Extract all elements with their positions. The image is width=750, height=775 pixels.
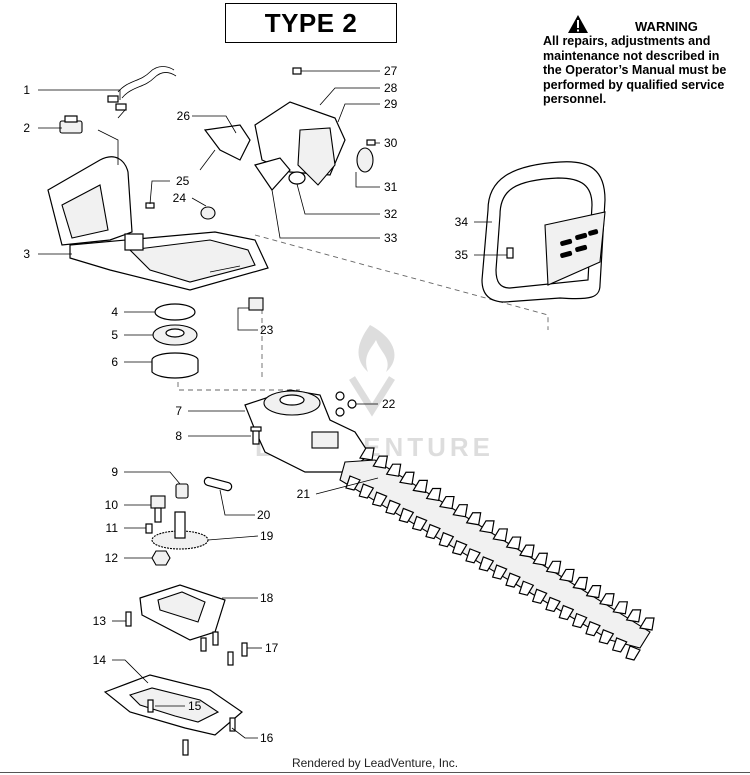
callout-7: 7 (175, 404, 182, 418)
callout-leaders (38, 70, 507, 739)
part-nut (151, 550, 171, 566)
part-isolator-ring (151, 352, 199, 379)
warning-triangle-icon (568, 15, 588, 33)
part-connecting-link (203, 476, 233, 492)
callout-35: 35 (455, 248, 469, 262)
callout-6: 6 (111, 355, 118, 369)
part-screws-17 (200, 631, 248, 666)
callout-17: 17 (265, 641, 279, 655)
footer-credit: Rendered by LeadVenture, Inc. (291, 756, 459, 770)
diagram-title: TYPE 2 (225, 3, 397, 43)
part-gear-cover (139, 584, 226, 641)
title-text: TYPE 2 (264, 7, 358, 38)
warning-heading: WARNING (635, 18, 698, 34)
callout-3: 3 (23, 247, 30, 261)
callout-19: 19 (260, 529, 274, 543)
warning-line-1: All repairs, adjustments and (543, 34, 711, 48)
callout-21: 21 (297, 487, 311, 501)
part-throttle-trigger (199, 124, 251, 171)
watermark-flame-icon (358, 325, 395, 372)
watermark-v-icon (349, 376, 395, 417)
part-upper-housing (254, 67, 376, 191)
callout-27: 27 (384, 64, 398, 78)
callout-1: 1 (23, 83, 30, 97)
warning-heading-row: WARNING (543, 14, 743, 34)
callout-25: 25 (176, 174, 190, 188)
callout-11: 11 (106, 521, 119, 535)
part-spacer (175, 483, 189, 499)
part-screw-13 (125, 611, 132, 627)
callout-numbers: 1 2 3 4 5 6 7 8 9 10 11 12 13 14 15 16 1… (23, 64, 468, 745)
part-screws-15-16 (147, 699, 236, 756)
part-pinion-gear (150, 495, 166, 523)
callout-26: 26 (177, 109, 191, 123)
part-front-handle (481, 161, 606, 303)
callout-32: 32 (384, 207, 398, 221)
callout-28: 28 (384, 81, 398, 95)
warning-line-5: personnel. (543, 92, 607, 106)
part-knob (200, 206, 216, 220)
callout-4: 4 (111, 305, 118, 319)
callout-20: 20 (257, 508, 271, 522)
callout-30: 30 (384, 136, 398, 150)
callout-8: 8 (175, 429, 182, 443)
callout-29: 29 (384, 97, 398, 111)
assembly-guides (177, 234, 549, 391)
part-skid-plate (103, 674, 243, 736)
warning-line-2: maintenance not described in (543, 48, 720, 63)
footer-divider (0, 772, 750, 773)
part-mount-plate (152, 324, 198, 346)
part-screw-11 (145, 523, 153, 534)
callout-10: 10 (105, 498, 119, 512)
blade-teeth-top (359, 447, 655, 631)
part-screw-8 (250, 426, 262, 445)
callout-22: 22 (382, 397, 396, 411)
part-wire-harness (107, 66, 177, 119)
callout-14: 14 (93, 653, 107, 667)
callout-18: 18 (260, 591, 274, 605)
callout-23: 23 (260, 323, 274, 337)
callout-13: 13 (93, 614, 107, 628)
part-cutting-blade (339, 447, 655, 661)
callout-5: 5 (111, 328, 118, 342)
part-grommet (248, 297, 264, 311)
warning-notice: WARNING All repairs, adjustments and mai… (543, 14, 743, 107)
callout-9: 9 (111, 465, 118, 479)
callout-12: 12 (105, 551, 119, 565)
part-nuts-22 (335, 391, 357, 417)
part-screw-35 (506, 247, 514, 259)
part-drive-gear (151, 511, 209, 550)
callout-31: 31 (384, 180, 398, 194)
callout-16: 16 (260, 731, 274, 745)
handle-vent-slots (560, 229, 599, 259)
callout-34: 34 (455, 215, 469, 229)
warning-line-4: performed by qualified service (543, 77, 725, 92)
warning-line-3: the Operator’s Manual must be (543, 63, 727, 77)
callout-15: 15 (188, 699, 202, 713)
callout-33: 33 (384, 231, 398, 245)
blade-teeth-bottom (345, 475, 641, 661)
part-switch (59, 115, 83, 134)
callout-24: 24 (173, 191, 187, 205)
part-rear-handle (47, 156, 269, 291)
part-washer (154, 303, 196, 321)
callout-2: 2 (23, 121, 30, 135)
